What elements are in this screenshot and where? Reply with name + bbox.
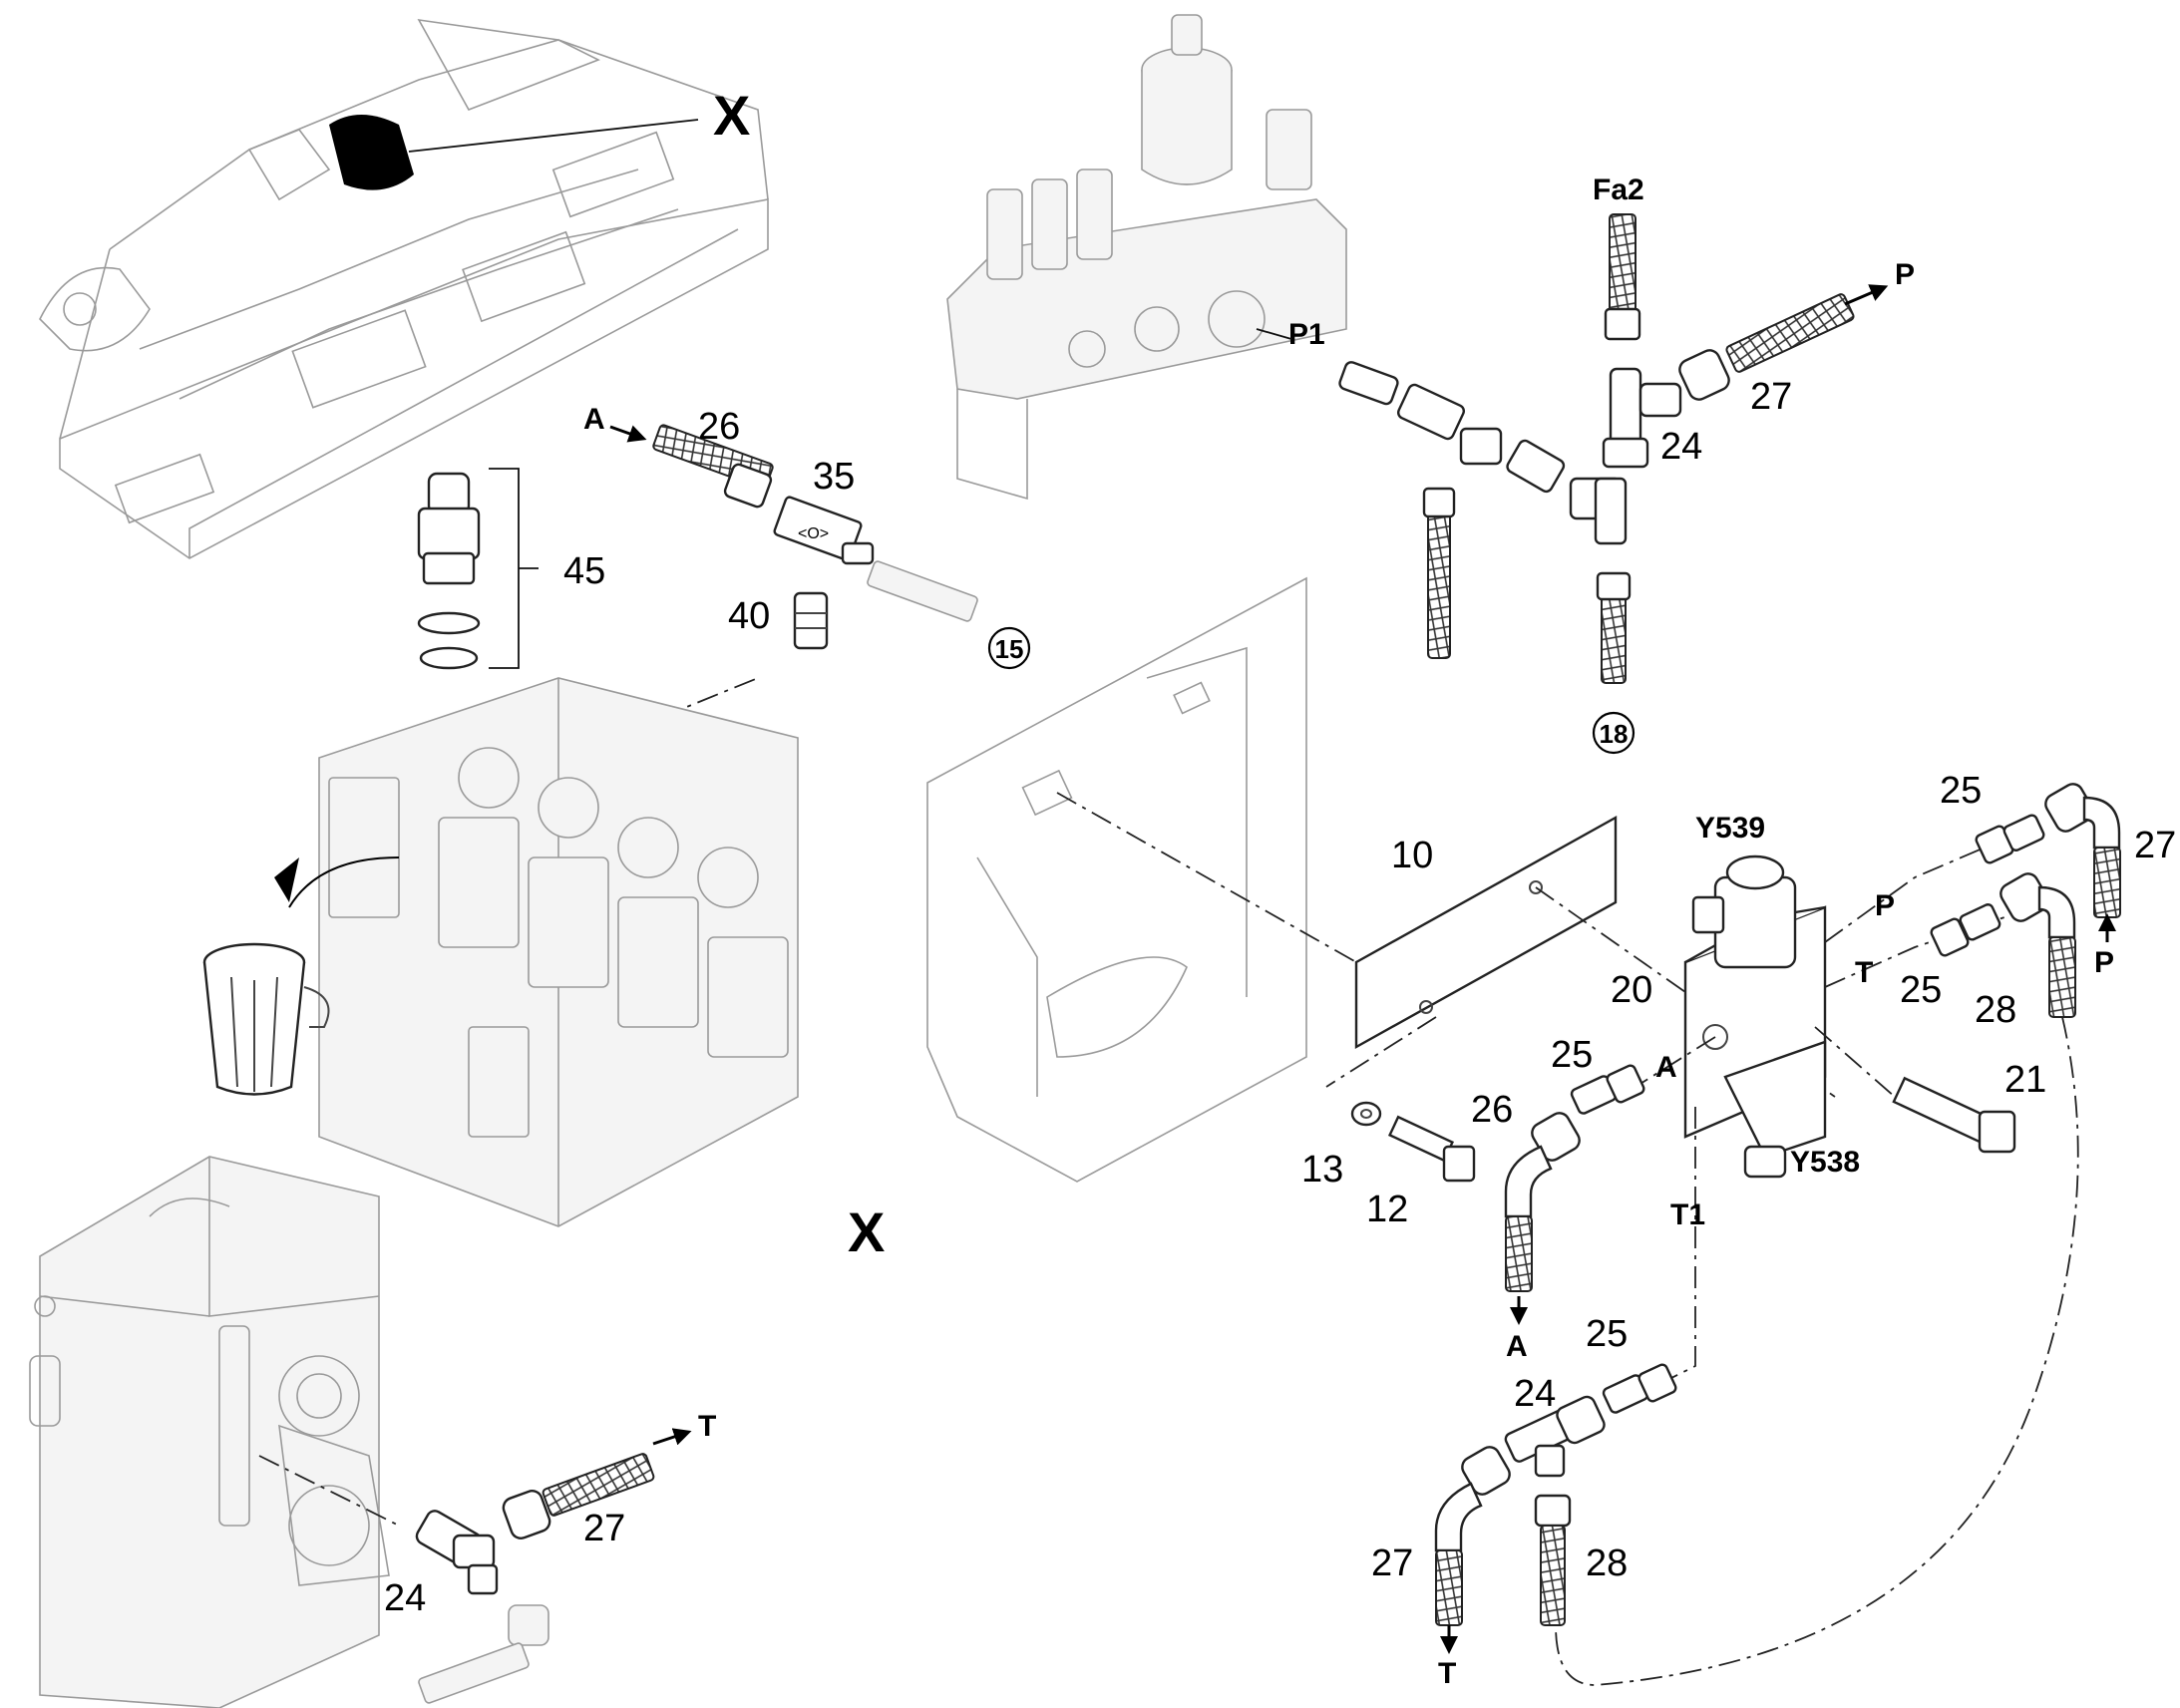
callout-24-left: 24 [384, 1577, 426, 1619]
ref-18-circle: 18 [1592, 711, 1635, 755]
svg-text:15: 15 [995, 634, 1024, 664]
adapter-25-t [1930, 903, 2001, 957]
adapter-25-a [1570, 1064, 1645, 1115]
port-p-right-label: P [1875, 889, 1895, 922]
solenoid-y538-label: Y538 [1790, 1146, 1860, 1179]
plate-10 [1354, 815, 1618, 1050]
callout-25-p: 25 [1940, 770, 1982, 812]
hose-28-bottom [1534, 1494, 1572, 1626]
highlighted-valve-location [329, 115, 699, 190]
adapter-40 [793, 591, 829, 650]
svg-text:18: 18 [1600, 719, 1629, 749]
detail-x-marker: X [848, 1200, 885, 1263]
callout-27-bottom: 27 [1371, 1542, 1413, 1584]
callout-20: 20 [1611, 969, 1652, 1011]
relief-valve-cartridge-45 [417, 468, 539, 670]
port-a-top-label: A [583, 403, 605, 436]
port-t1-label: T1 [1670, 1198, 1705, 1231]
main-control-valve [318, 677, 799, 1227]
callout-40: 40 [728, 595, 770, 637]
machine-frame-overview [39, 18, 769, 559]
port-p-top-label: P [1895, 258, 1915, 291]
callout-25-t1: 25 [1586, 1313, 1628, 1355]
tee-fitting-top [1602, 367, 1682, 469]
port-p1-label: P1 [1288, 318, 1325, 351]
port-a-arrow-label: A [1506, 1330, 1528, 1363]
tee-24-t1 [1504, 1395, 1606, 1478]
bolt-12 [1387, 1115, 1476, 1183]
hose-26-top [652, 424, 774, 509]
callout-26-top: 26 [698, 406, 740, 448]
hose-27-bottom [1434, 1446, 1511, 1626]
tee-24-left [415, 1510, 499, 1595]
callout-25-t: 25 [1900, 969, 1942, 1011]
hose-26-a [1504, 1112, 1581, 1292]
p1-fitting-chain [1338, 361, 1623, 659]
hose-to-ref-15 [867, 560, 978, 622]
callout-27-top: 27 [1750, 376, 1792, 418]
callout-35: 35 [813, 456, 855, 498]
adapter-25-t1 [1602, 1363, 1677, 1414]
solenoid-y539-label: Y539 [1695, 812, 1765, 845]
valve-block-assembly [946, 14, 1347, 501]
callout-24-top: 24 [1660, 426, 1702, 468]
port-a-mid-label: A [1655, 1051, 1677, 1084]
callout-27-left: 27 [583, 1508, 625, 1549]
ghost-fittings-bottom [418, 1604, 549, 1704]
discard-bin-icon [202, 856, 400, 1096]
solenoid-valve-20 [1683, 854, 1827, 1179]
fa2-hose [1604, 213, 1641, 341]
port-p-arrow-label: P [2094, 946, 2114, 979]
port-t-left-label: T [698, 1410, 716, 1443]
callout-x-marker: X [713, 84, 750, 147]
pressure-hose-top [1678, 293, 1855, 401]
callout-12: 12 [1366, 1189, 1408, 1230]
callout-24-t1: 24 [1514, 1373, 1556, 1415]
hose-27-left [502, 1453, 655, 1539]
lower-tee-and-hose [1594, 477, 1632, 684]
hose-28-right [1999, 872, 2076, 1018]
callout-45: 45 [563, 550, 605, 592]
callout-25-a: 25 [1551, 1034, 1593, 1076]
callout-27-right: 27 [2134, 825, 2176, 866]
adapter-25-p [1975, 814, 2045, 864]
callout-28-bottom: 28 [1586, 1542, 1628, 1584]
port-t-bottom-label: T [1438, 1657, 1456, 1690]
callout-10: 10 [1391, 835, 1433, 876]
callout-13: 13 [1301, 1149, 1343, 1191]
callout-26-a: 26 [1471, 1089, 1513, 1131]
port-t-right-label: T [1855, 956, 1873, 989]
ref-15-circle: 15 [987, 626, 1031, 670]
callout-21: 21 [2004, 1059, 2046, 1101]
svg-text:<O>: <O> [798, 525, 829, 542]
bolt-21 [1892, 1076, 2016, 1154]
mounting-plate [926, 576, 1307, 1183]
shuttle-valve-35: <O> [773, 496, 875, 565]
hydraulic-tank [29, 1156, 390, 1708]
port-fa2-label: Fa2 [1593, 173, 1644, 206]
callout-28-right: 28 [1975, 989, 2016, 1031]
washer-13 [1350, 1101, 1382, 1127]
